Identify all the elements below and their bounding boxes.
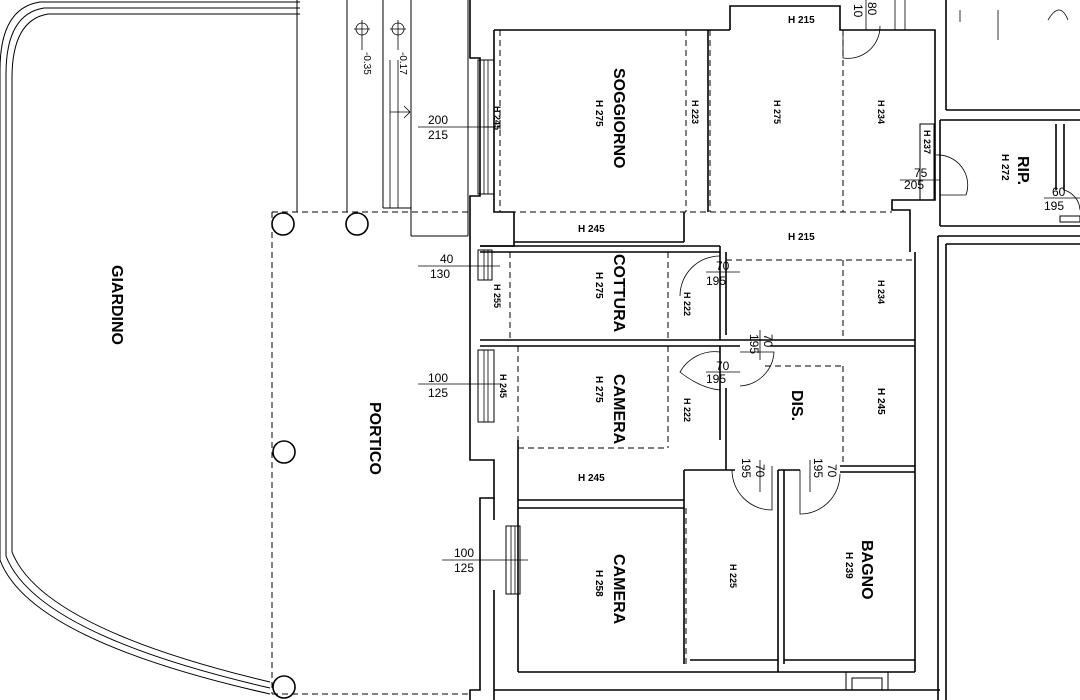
opening-width: 70 — [761, 334, 775, 348]
level-marker-1: -0.35 — [354, 20, 372, 75]
opening-height: 130 — [430, 267, 450, 281]
room-label-dis: DIS. — [788, 390, 805, 421]
opening-width: 70 — [753, 464, 767, 478]
height-label: H 237 — [922, 130, 932, 154]
door-swings — [679, 25, 1080, 515]
opening-height: 125 — [454, 561, 474, 575]
opening-width: 200 — [428, 113, 448, 127]
height-label: H 272 — [999, 154, 1010, 181]
column-marker — [272, 440, 296, 464]
level-label: -0.35 — [361, 52, 372, 75]
interior-walls — [480, 0, 1080, 700]
opening-height: 195 — [706, 372, 726, 386]
window-camera-1 — [477, 349, 495, 423]
opening-width: 60 — [1052, 185, 1066, 199]
height-label: H 275 — [593, 100, 604, 127]
height-label: H 258 — [593, 570, 604, 597]
room-label-rip: RIP. — [1014, 156, 1031, 185]
level-marker-2: -0.17 — [390, 20, 408, 75]
room-label-camera-2: CAMERA — [610, 554, 627, 625]
height-label: H 234 — [876, 280, 886, 304]
height-label: H 275 — [593, 376, 604, 403]
height-label: H 255 — [492, 284, 502, 308]
window-cottura — [477, 249, 493, 281]
opening-height: 195 — [747, 334, 761, 354]
opening-height: 215 — [428, 128, 448, 142]
height-label: H 245 — [492, 106, 502, 130]
height-label: H 215 — [788, 232, 815, 243]
opening-width: 75 — [914, 166, 928, 180]
entrance-steps — [296, 0, 469, 237]
height-label: H 225 — [728, 564, 738, 588]
ceiling-lines — [499, 30, 915, 664]
opening-width: 40 — [440, 252, 454, 266]
opening-width: 70 — [716, 259, 730, 273]
opening-height: 10 — [851, 4, 865, 18]
room-label-giardino: GIARDINO — [108, 265, 125, 345]
column-marker — [272, 675, 296, 699]
height-label: H 222 — [682, 398, 692, 422]
column-marker — [345, 212, 369, 236]
opening-width: 100 — [428, 371, 448, 385]
opening-height: 195 — [706, 274, 726, 288]
height-label: H 275 — [593, 272, 604, 299]
portico-outline — [271, 211, 470, 699]
room-label-portico: PORTICO — [366, 402, 383, 475]
opening-height: 125 — [428, 386, 448, 400]
level-label: -0.17 — [397, 52, 408, 75]
opening-height: 195 — [1044, 199, 1064, 213]
opening-height: 195 — [811, 458, 825, 478]
dimension-leaders — [418, 0, 1080, 561]
room-label-camera-1: CAMERA — [610, 374, 627, 445]
height-label: H 275 — [772, 100, 782, 124]
room-label-bagno: BAGNO — [858, 540, 875, 600]
height-label: H 222 — [682, 292, 692, 316]
height-label: H 245 — [578, 473, 605, 484]
height-label: H 239 — [843, 552, 854, 579]
height-label: H 215 — [788, 15, 815, 26]
height-label: H 234 — [876, 100, 886, 124]
room-label-soggiorno: SOGGIORNO — [610, 68, 627, 168]
garden-boundary — [0, 1, 300, 695]
opening-width: 70 — [825, 464, 839, 478]
opening-height: 205 — [904, 178, 924, 192]
opening-width: 70 — [716, 359, 730, 373]
opening-width: 100 — [454, 546, 474, 560]
height-label: H 245 — [498, 374, 508, 398]
height-label: H 245 — [578, 224, 605, 235]
column-marker — [271, 212, 295, 236]
height-label: H 245 — [875, 388, 886, 415]
room-label-cottura: COTTURA — [610, 254, 627, 333]
opening-width: 80 — [865, 2, 879, 16]
height-label: H 223 — [690, 100, 700, 124]
opening-height: 195 — [739, 458, 753, 478]
